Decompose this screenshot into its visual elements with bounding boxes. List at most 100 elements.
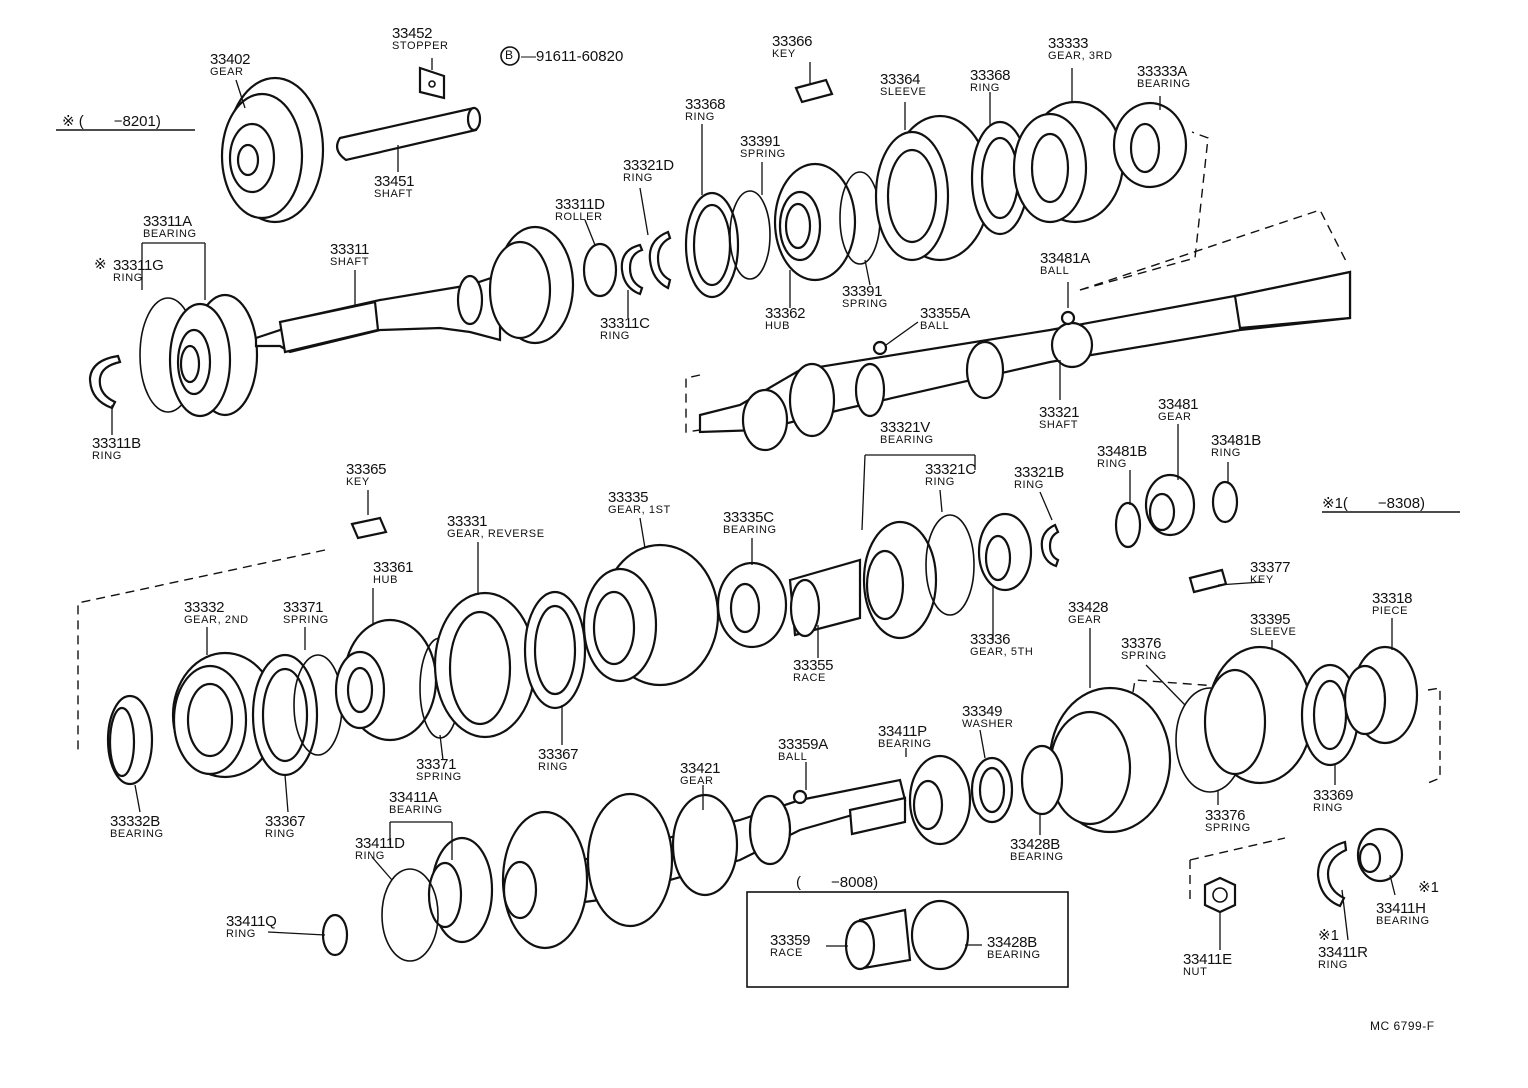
note-8308: ※1( −8308) [1322,495,1426,512]
ring-33481B-b-drawing [1211,480,1239,524]
ring-33411Q-drawing [321,913,349,957]
roller-33311D-drawing [582,242,618,298]
key-33366-drawing [794,78,834,104]
race-33355-drawing [788,558,862,638]
ring-33321C-drawing [925,514,975,616]
note-8201: ※ ( −8201) [62,113,161,130]
bolt-symbol-circle [500,46,520,66]
shaft-33311-drawing [254,225,575,354]
bearing-33411P-drawing [908,754,972,846]
ring-33411R-drawing [1316,840,1348,908]
piece-33318-drawing [1343,645,1419,745]
ball-33481A-drawing [1060,310,1076,326]
gear-33333-drawing [1012,100,1125,224]
bearing-33311A-drawing [168,293,259,418]
ring-33311B-drawing [88,354,122,410]
leader-lines [111,58,1396,950]
bearing-33428B-b-drawing [910,899,970,971]
hub-33362-drawing [773,162,857,282]
stopper-33452-drawing [418,66,446,100]
bearing-33332B-drawing [106,694,154,786]
shaft-33321-drawing [698,270,1352,452]
ring-33367-b-drawing [523,590,587,710]
gear-33335-drawing [582,543,720,687]
variant-box-8008 [746,891,1069,988]
counter-gear-33421-drawing [501,778,907,950]
washer-33349-drawing [970,756,1014,824]
shaft-33451-drawing [335,106,482,162]
bearing-33321V-drawing [862,520,938,640]
bearing-33411A-drawing [427,836,494,944]
gear-33402-drawing [220,76,325,224]
sleeve-33395-drawing [1203,645,1314,785]
hub-33361-drawing [334,618,438,742]
spring-33391-a-drawing [729,190,771,280]
ring-33321B-drawing [1040,523,1060,568]
key-33365-drawing [350,516,388,540]
ball-33359A-drawing [792,789,808,805]
ring-33368-b-drawing [970,120,1030,236]
gear-33428-drawing [1048,686,1172,834]
assembly-guide-lines [77,131,1441,900]
sleeve-33364-drawing [874,114,992,262]
ring-33367-a-drawing [251,653,319,777]
race-33359-drawing [844,908,912,971]
ring-33411D-drawing [381,868,439,962]
ring-33321D-drawing [648,230,672,290]
gear-33331-drawing [433,591,537,739]
